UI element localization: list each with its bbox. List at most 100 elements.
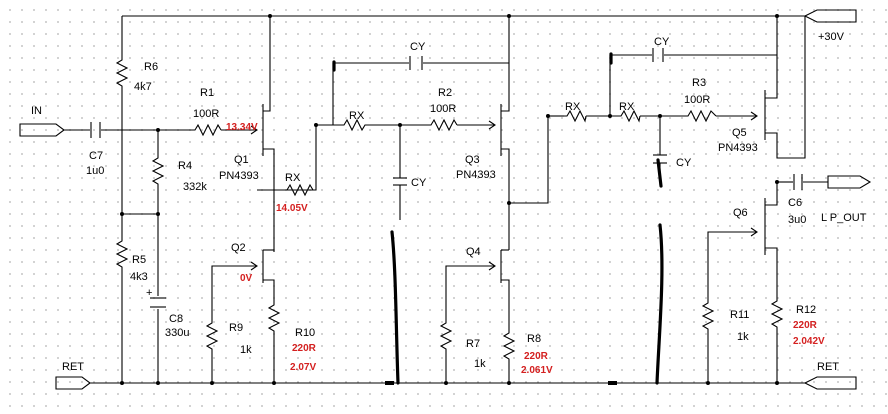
q2-name: Q2 bbox=[231, 242, 246, 254]
r7-name: R7 bbox=[466, 338, 480, 350]
rx3-label: RX bbox=[565, 101, 581, 113]
r2-name: R2 bbox=[438, 87, 452, 99]
svg-text:+: + bbox=[146, 287, 152, 299]
r6-name: R6 bbox=[144, 61, 158, 73]
capacitor-cy4 bbox=[653, 154, 667, 164]
r12-name: R12 bbox=[796, 304, 816, 316]
r8-name: R8 bbox=[527, 333, 541, 345]
r10-value: 220R bbox=[292, 343, 317, 354]
resistor-rx4 bbox=[618, 109, 641, 123]
q3-type: PN4393 bbox=[456, 169, 496, 181]
q5-name: Q5 bbox=[732, 127, 747, 139]
port-ret-right-arrow bbox=[803, 376, 857, 390]
resistor-rx3 bbox=[564, 109, 587, 123]
hand-line-3 bbox=[656, 158, 663, 188]
resistor-rx2 bbox=[341, 118, 367, 132]
rx2-label: RX bbox=[349, 110, 365, 122]
r1-name: R1 bbox=[200, 87, 214, 99]
q6-name: Q6 bbox=[733, 207, 748, 219]
r1-value: 100R bbox=[193, 108, 219, 120]
r12-voltage: 2.042V bbox=[793, 336, 825, 347]
resistor-rx1 bbox=[284, 183, 314, 197]
transistor-q1 bbox=[250, 104, 264, 156]
resistor-r3 bbox=[685, 109, 717, 123]
q1-name: Q1 bbox=[234, 154, 249, 166]
r6-value: 4k7 bbox=[134, 81, 152, 93]
port-supply-arrow bbox=[803, 9, 857, 23]
resistor-r2 bbox=[428, 118, 458, 132]
port-in-label: IN bbox=[31, 105, 42, 117]
rx1-label: RX bbox=[285, 172, 301, 184]
rx4-label: RX bbox=[619, 101, 635, 113]
hand-drawn-lines bbox=[332, 52, 664, 385]
c6-value: 3u0 bbox=[788, 214, 806, 226]
r8-value: 220R bbox=[524, 351, 549, 362]
q2-source-voltage: 0V bbox=[240, 273, 253, 284]
transistor-q2 bbox=[250, 249, 274, 283]
cy2-label: CY bbox=[411, 177, 427, 189]
capacitor-cy2 bbox=[393, 177, 407, 186]
resistors bbox=[115, 55, 784, 360]
r12-value: 220R bbox=[793, 320, 818, 331]
labels: IN +30V RET RET L P_OUT R6 4k7 R1 100R C… bbox=[31, 31, 867, 376]
resistor-r11 bbox=[701, 300, 715, 330]
r2-value: 100R bbox=[430, 103, 456, 115]
r4-name: R4 bbox=[178, 160, 192, 172]
q1-drain-voltage: 14.05V bbox=[276, 203, 308, 214]
r4-value: 332k bbox=[183, 181, 207, 193]
transistor-q4 bbox=[488, 249, 509, 283]
port-in-arrow bbox=[19, 123, 65, 137]
c8-name: C8 bbox=[169, 313, 183, 325]
transistors bbox=[250, 90, 766, 283]
wires bbox=[64, 15, 828, 384]
capacitor-c6 bbox=[793, 174, 803, 190]
hand-line-2 bbox=[655, 223, 664, 385]
resistor-r1 bbox=[192, 123, 222, 137]
c8-value: 330u bbox=[165, 327, 189, 339]
transistor-q5 bbox=[750, 90, 766, 140]
cy1-label: CY bbox=[410, 41, 426, 53]
hand-line-1 bbox=[390, 230, 400, 385]
transistor-q6 bbox=[750, 198, 766, 255]
resistor-r6 bbox=[115, 55, 129, 87]
cy4-label: CY bbox=[676, 157, 692, 169]
r8-voltage: 2.061V bbox=[521, 365, 553, 376]
port-ret-right-label: RET bbox=[817, 361, 839, 373]
transistor-q3 bbox=[488, 104, 502, 156]
port-supply-label: +30V bbox=[818, 31, 845, 43]
capacitor-c7 bbox=[90, 122, 101, 138]
capacitor-cy1 bbox=[409, 56, 423, 70]
q1-source-voltage: 13.34V bbox=[226, 122, 258, 133]
resistor-r8 bbox=[502, 330, 516, 360]
q4-name: Q4 bbox=[466, 246, 481, 258]
junctions bbox=[120, 14, 779, 385]
resistor-r10 bbox=[267, 302, 281, 332]
q1-type: PN4393 bbox=[219, 170, 259, 182]
resistor-r4 bbox=[151, 155, 165, 185]
resistor-r5 bbox=[115, 238, 129, 270]
q3-name: Q3 bbox=[465, 154, 480, 166]
resistor-r12 bbox=[770, 298, 784, 330]
c7-name: C7 bbox=[89, 150, 103, 162]
ports bbox=[19, 9, 872, 390]
r5-name: R5 bbox=[132, 254, 146, 266]
r11-value: 1k bbox=[737, 331, 749, 343]
cy3-label: CY bbox=[654, 36, 670, 48]
c6-name: C6 bbox=[788, 197, 802, 209]
r5-value: 4k3 bbox=[130, 271, 148, 283]
port-out-arrow bbox=[827, 175, 872, 189]
r11-name: R11 bbox=[730, 309, 749, 321]
r7-value: 1k bbox=[474, 358, 486, 370]
port-out-label: L P_OUT bbox=[821, 212, 867, 224]
capacitors: + bbox=[90, 48, 803, 308]
r10-name: R10 bbox=[295, 327, 315, 339]
r9-name: R9 bbox=[229, 322, 243, 334]
q5-type: PN4393 bbox=[718, 142, 758, 154]
port-ret-left-arrow bbox=[55, 376, 91, 390]
resistor-r9 bbox=[205, 320, 219, 350]
r3-name: R3 bbox=[692, 77, 706, 89]
capacitor-c8: + bbox=[146, 287, 166, 308]
resistor-r7 bbox=[439, 320, 453, 350]
port-ret-left-label: RET bbox=[62, 361, 84, 373]
